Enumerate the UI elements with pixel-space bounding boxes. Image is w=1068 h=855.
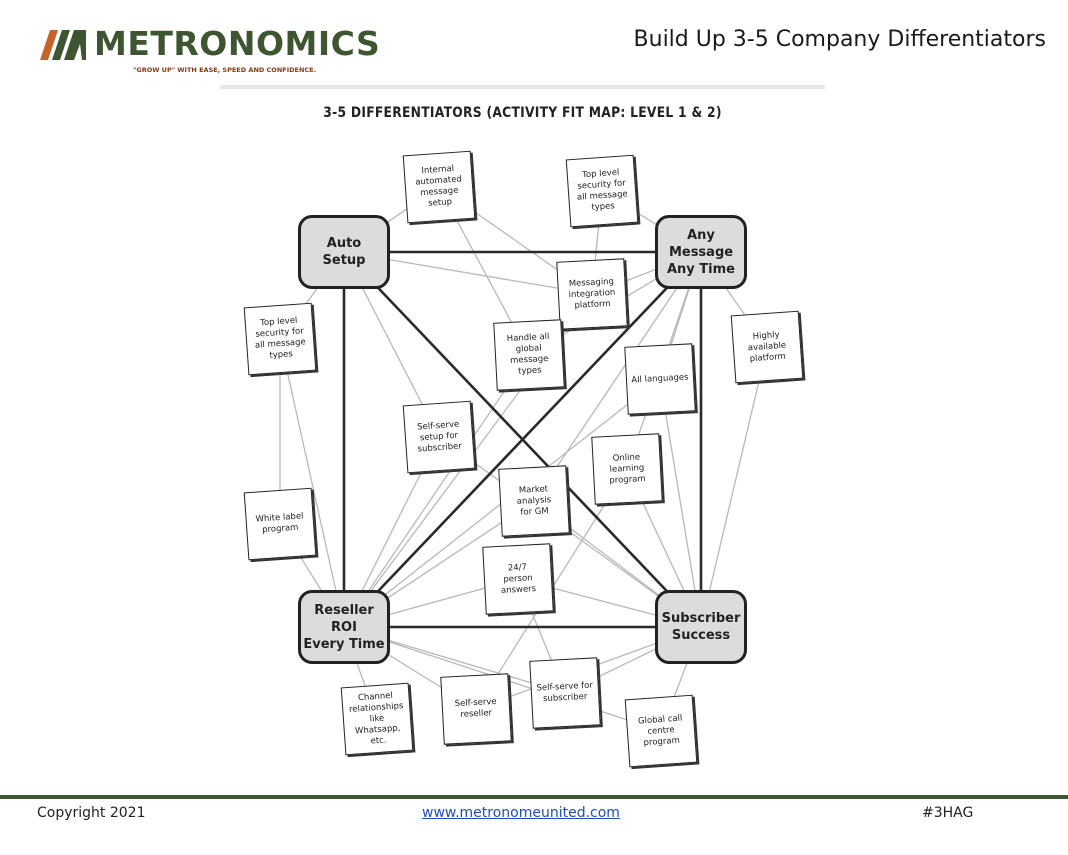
note-channel-relationships: Channel relationships like Whatsapp, etc… [340, 682, 414, 756]
activity-fit-map: 3-5 DIFFERENTIATORS (ACTIVITY FIT MAP: L… [215, 85, 830, 775]
note-highly-available-platform: Highly available platform [730, 310, 804, 384]
slide-title: Build Up 3-5 Company Differentiators [633, 27, 1046, 52]
note-self-serve-subscriber: Self-serve for subscriber [529, 657, 601, 729]
footer-rule [0, 795, 1068, 799]
hub-auto-setup: Auto Setup [298, 215, 390, 289]
note-self-serve-reseller: Self-serve reseller [440, 673, 512, 745]
hub-reseller-roi: Reseller ROI Every Time [298, 590, 390, 664]
metronomics-logo: METRONOMICS "GROW UP" WITH EASE, SPEED A… [38, 24, 380, 80]
note-white-label: White label program [243, 487, 317, 561]
diagram-title: 3-5 DIFFERENTIATORS (ACTIVITY FIT MAP: L… [323, 105, 722, 121]
footer-copyright: Copyright 2021 [37, 805, 146, 821]
connector-line-minor [659, 378, 702, 628]
logo-brand-text: METRONOMICS [94, 24, 381, 63]
note-handle-global-messages: Handle all global message types [493, 319, 565, 391]
note-self-serve-setup: Self-serve setup for subscriber [402, 400, 476, 474]
footer-website-link[interactable]: www.metronomeunited.com [422, 805, 620, 821]
logo-mark-icon [40, 30, 86, 60]
note-24-7-answers: 24/7 person answers [482, 543, 554, 615]
note-internal-automated-setup: Internal automated message setup [402, 150, 476, 224]
note-all-languages: All languages [624, 343, 696, 415]
note-market-analysis: Market analysis for GM [498, 465, 570, 537]
connector-line-major [343, 251, 702, 628]
note-messaging-integration: Messaging integration platform [556, 258, 628, 330]
footer-hashtag: #3HAG [922, 805, 974, 821]
connector-lines [279, 186, 768, 732]
note-top-level-security-left: Top level security for all message types [243, 302, 317, 376]
hub-subscriber-success: Subscriber Success [655, 590, 747, 664]
hub-any-message-any-time: Any Message Any Time [655, 215, 747, 289]
note-top-level-security-right: Top level security for all message types [565, 154, 639, 228]
connector-line-minor [700, 346, 768, 628]
connector-line-minor [343, 354, 530, 628]
top-divider [220, 85, 825, 89]
note-online-learning: Online learning program [591, 433, 663, 505]
note-global-call-centre: Global call centre program [624, 694, 698, 768]
connector-line-minor [279, 338, 345, 628]
connector-line-minor [533, 251, 702, 502]
logo-tagline: "GROW UP" WITH EASE, SPEED AND CONFIDENC… [133, 66, 317, 74]
